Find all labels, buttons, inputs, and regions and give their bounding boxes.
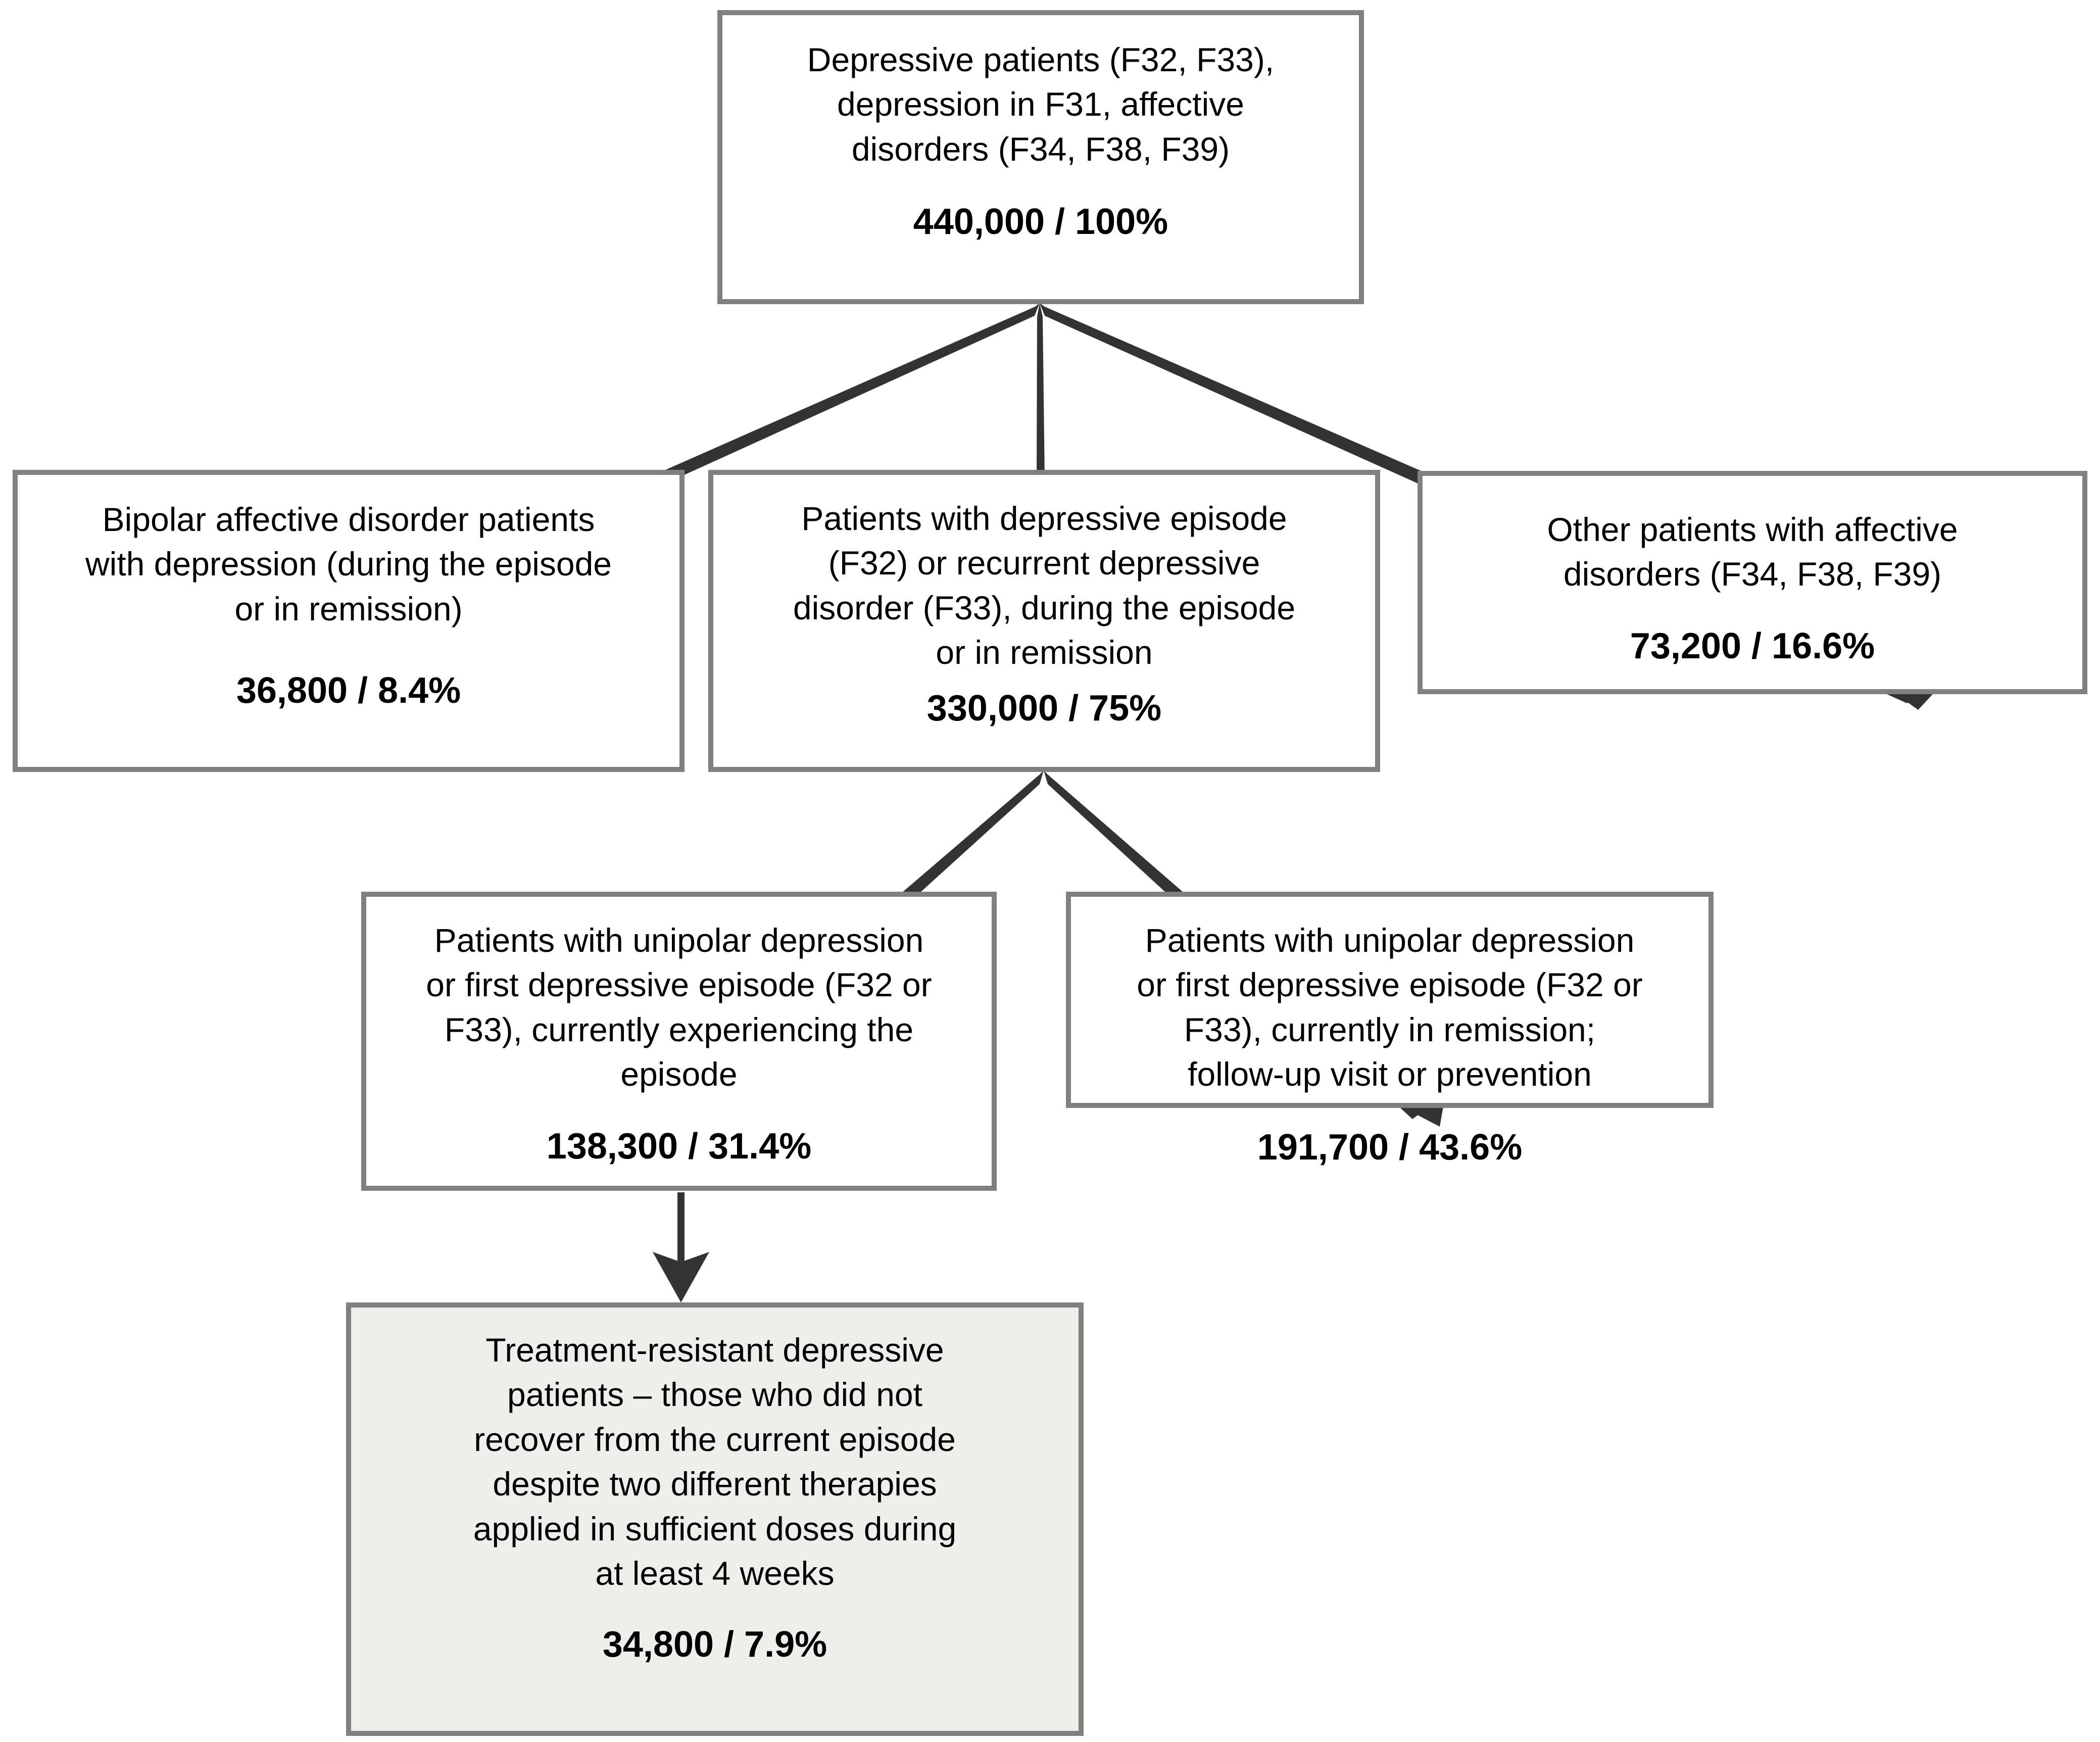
node-other-value: 73,200 / 16.6% bbox=[1630, 625, 1875, 666]
node-root-label: Depressive patients (F32, F33), depressi… bbox=[807, 41, 1275, 168]
node-root-depressive-patients[interactable]: Depressive patients (F32, F33), depressi… bbox=[717, 10, 1364, 304]
node-resistant-value: 34,800 / 7.9% bbox=[602, 1624, 827, 1665]
node-other-label: Other patients with affective disorders … bbox=[1547, 511, 1958, 593]
node-other-affective-disorders[interactable]: Other patients with affective disorders … bbox=[1418, 471, 2087, 694]
node-bipolar-label: Bipolar affective disorder patients with… bbox=[85, 501, 612, 627]
node-remission-value: 191,700 / 43.6% bbox=[1257, 1127, 1523, 1168]
edge-episode-to-resistant bbox=[653, 1192, 709, 1302]
node-resistant-label: Treatment-resistant depressive patients … bbox=[473, 1331, 957, 1592]
node-depressive-label: Patients with depressive episode (F32) o… bbox=[793, 500, 1296, 671]
node-episode-label: Patients with unipolar depression or fir… bbox=[426, 922, 932, 1093]
node-episode-value: 138,300 / 31.4% bbox=[546, 1126, 812, 1167]
node-remission-label: Patients with unipolar depression or fir… bbox=[1137, 922, 1643, 1093]
node-bipolar-affective-disorder[interactable]: Bipolar affective disorder patients with… bbox=[13, 470, 685, 772]
node-currently-experiencing-episode[interactable]: Patients with unipolar depression or fir… bbox=[361, 892, 997, 1191]
node-currently-in-remission[interactable]: Patients with unipolar depression or fir… bbox=[1066, 892, 1714, 1168]
node-treatment-resistant-depressive[interactable]: Treatment-resistant depressive patients … bbox=[346, 1302, 1084, 1736]
node-root-value: 440,000 / 100% bbox=[913, 202, 1168, 243]
node-depressive-episode-or-recurrent[interactable]: Patients with depressive episode (F32) o… bbox=[708, 470, 1380, 772]
node-bipolar-value: 36,800 / 8.4% bbox=[236, 670, 461, 711]
node-depressive-value: 330,000 / 75% bbox=[926, 688, 1162, 729]
